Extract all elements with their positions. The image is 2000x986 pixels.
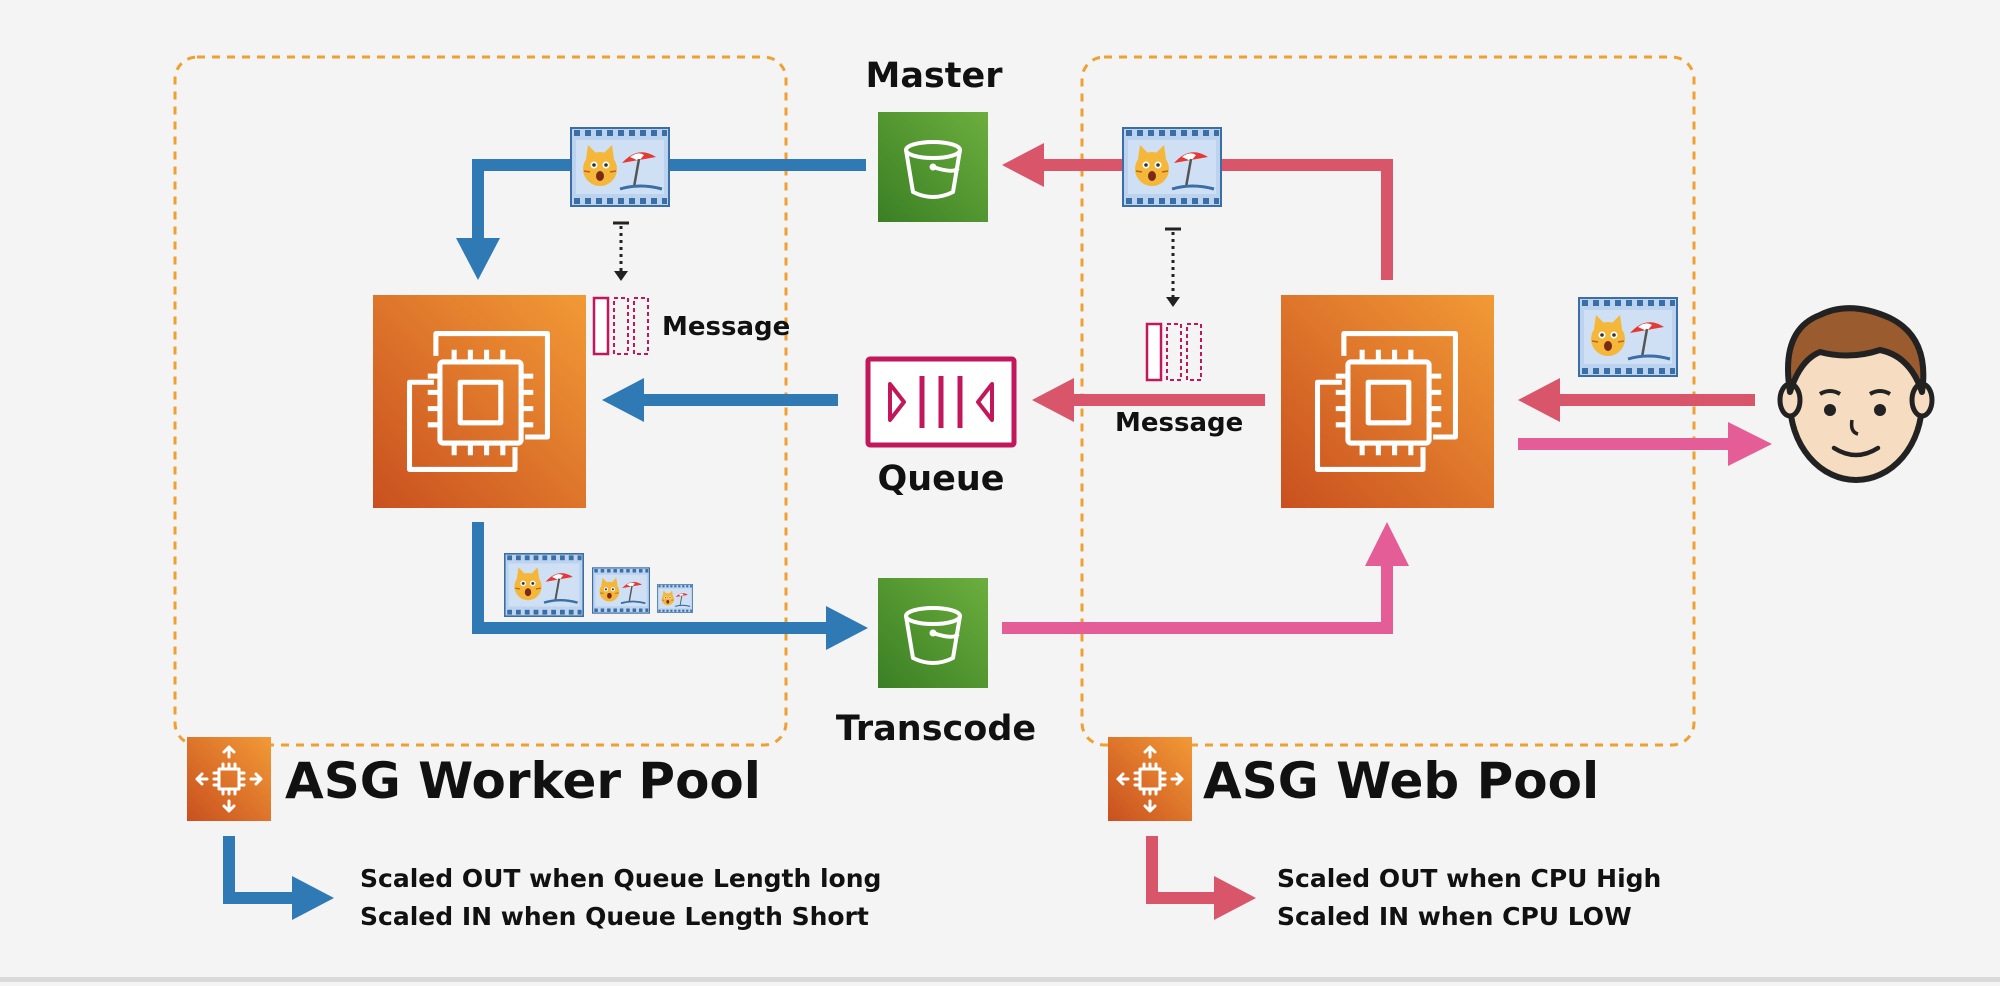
connector-media-to-message-left: [613, 221, 629, 281]
asg-worker-icon[interactable]: [187, 737, 271, 821]
media-film-icon: [1578, 297, 1678, 377]
media-film-icon-medium: [592, 567, 650, 614]
sqs-queue-icon[interactable]: [865, 356, 1017, 448]
transcode-bucket-icon[interactable]: [878, 578, 988, 688]
web-scale-out-text: Scaled OUT when CPU High: [1277, 864, 1661, 893]
message-label-right: Message: [1115, 408, 1243, 438]
message-label-left: Message: [662, 312, 790, 342]
worker-ec2-icon[interactable]: [373, 295, 586, 508]
master-bucket-icon[interactable]: [878, 112, 988, 222]
media-film-icon: [1122, 127, 1222, 207]
arrow-user-to-web: [1518, 378, 1755, 422]
legend-arrow-worker: [223, 836, 334, 920]
arrow-web-to-queue: [1032, 378, 1265, 422]
asg-web-icon[interactable]: [1108, 737, 1192, 821]
worker-scale-in-text: Scaled IN when Queue Length Short: [360, 902, 869, 931]
arrow-web-to-user: [1518, 422, 1772, 466]
web-ec2-icon[interactable]: [1281, 295, 1494, 508]
connector-media-to-message-right: [1165, 227, 1181, 307]
media-film-icon-small: [657, 584, 693, 613]
arrow-queue-to-worker: [602, 378, 838, 422]
bottom-divider: [0, 977, 2000, 982]
arrow-transcode-to-web: [1002, 522, 1409, 634]
legend-arrow-web: [1146, 836, 1256, 920]
queue-label: Queue: [877, 459, 1004, 499]
arrow-worker-to-transcode: [472, 522, 868, 650]
asg-worker-pool-title: ASG Worker Pool: [285, 752, 761, 810]
message-icon: [1145, 322, 1203, 382]
master-bucket-label: Master: [865, 56, 1003, 96]
worker-pool-boundary: [173, 55, 788, 747]
user-face-icon[interactable]: [1777, 305, 1935, 483]
transcode-bucket-label: Transcode: [836, 709, 1036, 749]
asg-web-pool-title: ASG Web Pool: [1203, 752, 1599, 810]
worker-scale-out-text: Scaled OUT when Queue Length long: [360, 864, 881, 893]
arrow-master-to-worker: [456, 159, 866, 280]
web-scale-in-text: Scaled IN when CPU LOW: [1277, 902, 1632, 931]
media-film-icon-large: [504, 553, 584, 617]
message-icon: [592, 296, 650, 356]
media-film-icon: [570, 127, 670, 207]
